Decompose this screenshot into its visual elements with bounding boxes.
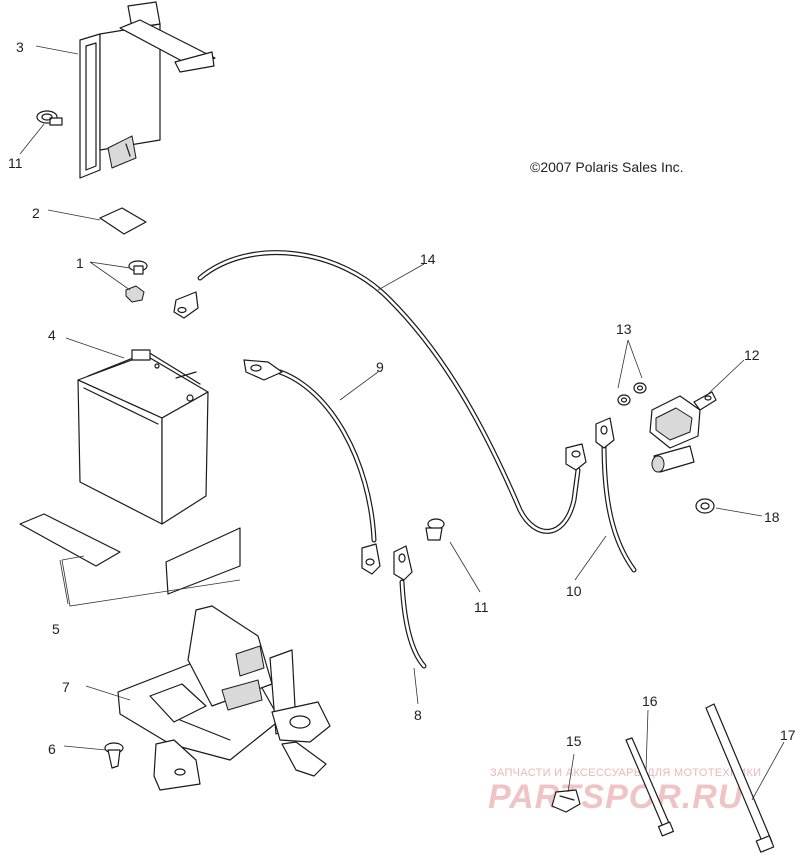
callout-6: 6 [48,741,56,757]
part-1-bolt-nut [125,260,148,303]
part-14-cable [173,250,587,534]
watermark-brand: PARTSPOR.RU [488,778,744,816]
watermark-tagline: ЗАПЧАСТИ И АКСЕССУАРЫ ДЛЯ МОТОТЕХНИКИ [490,767,761,779]
copyright-notice: ©2007 Polaris Sales Inc. [530,159,684,175]
callout-8: 8 [414,707,422,723]
part-10-cable [595,417,637,573]
callout-11-middle: 11 [474,599,489,615]
callout-numbers: 3 11 2 1 4 5 7 6 8 9 10 11 14 13 12 18 1… [8,39,796,757]
part-2-label [99,207,147,235]
callout-3: 3 [16,39,24,55]
callout-15: 15 [566,733,582,749]
part-12-solenoid [649,391,717,473]
callout-13: 13 [616,321,632,337]
callout-5: 5 [52,621,60,637]
part-11-bolt-middle [425,518,445,541]
part-15-clip [551,789,581,813]
part-17-cable-tie [705,703,775,853]
callout-18: 18 [764,509,780,525]
part-7-battery-tray [117,605,331,791]
callout-16: 16 [642,693,658,709]
callout-11-top: 11 [8,155,23,171]
part-6-screw [104,742,124,769]
callout-12: 12 [744,347,760,363]
callout-14: 14 [420,251,436,267]
callout-2: 2 [32,205,40,221]
part-5-labels [19,513,241,595]
part-13-nuts [617,382,647,406]
callout-7: 7 [62,679,70,695]
callout-9: 9 [376,359,384,375]
callout-4: 4 [48,327,56,343]
part-16-cable-tie [625,737,675,837]
part-11-screw-top [36,110,63,126]
part-9-cable [243,359,381,575]
part-3-holder-strap [79,1,216,179]
part-4-battery [77,349,209,525]
part-18-grommet [695,498,715,514]
callout-17: 17 [780,727,796,743]
part-8-cable [393,545,427,669]
callout-10: 10 [566,583,582,599]
callout-1: 1 [76,255,84,271]
leader-lines [19,45,785,801]
watermark: ЗАПЧАСТИ И АКСЕССУАРЫ ДЛЯ МОТОТЕХНИКИ PA… [488,767,761,816]
